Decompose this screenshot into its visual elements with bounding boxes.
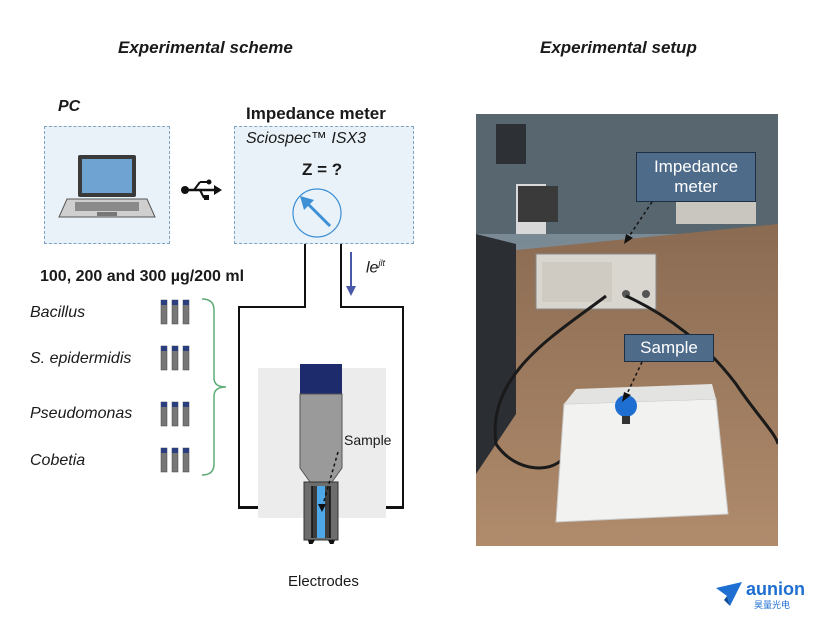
callout-sample: Sample: [624, 334, 714, 362]
watermark-brand: aunion: [746, 579, 805, 599]
laptop-icon: [58, 155, 156, 218]
concentration-label: 100, 200 and 300 µg/200 ml: [40, 268, 245, 285]
watermark-sub: 昊量光电: [754, 600, 791, 610]
sample-label: Sample: [344, 432, 392, 448]
wire: [402, 306, 404, 508]
group-bracket: [201, 298, 227, 476]
meter-title: Impedance meter: [246, 104, 386, 123]
dial-icon: [292, 188, 342, 238]
wire: [238, 306, 306, 308]
usb-icon: [181, 179, 222, 200]
bacteria-label: Cobetia: [30, 452, 86, 469]
meter-box: [234, 126, 414, 244]
callout-arrow: [624, 201, 653, 244]
pc-box: [44, 126, 170, 244]
tubes-icon: [160, 299, 190, 473]
wire: [304, 244, 306, 308]
electrodes-label: Electrodes: [288, 573, 359, 590]
wire: [340, 306, 404, 308]
scheme-title: Experimental scheme: [118, 38, 293, 57]
current-label: lejlt: [366, 258, 385, 277]
callout-impedance-meter: Impedance meter: [636, 152, 756, 202]
meter-model: Sciospec™ ISX3: [246, 130, 367, 147]
pc-label: PC: [58, 98, 81, 115]
equation-label: Z = ?: [302, 160, 343, 179]
wire: [238, 306, 240, 508]
sample-cell-diagram: [258, 364, 386, 544]
bacteria-label: Bacillus: [30, 304, 86, 321]
current-arrow: [346, 252, 356, 296]
setup-title: Experimental setup: [540, 38, 697, 57]
bacteria-label: Pseudomonas: [30, 405, 133, 422]
aunion-logo-icon: [716, 582, 742, 606]
wire: [340, 244, 342, 308]
bacteria-label: S. epidermidis: [30, 350, 132, 367]
callout-arrow: [622, 361, 643, 402]
